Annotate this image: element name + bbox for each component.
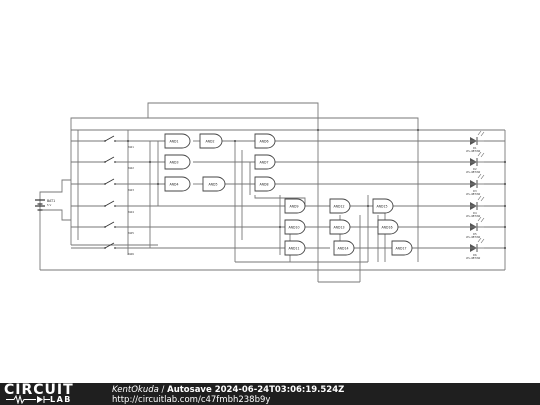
gate-label: AND7 [259,161,268,165]
gate-label: AND9 [289,205,298,209]
battery-name: BAT1 [47,199,55,203]
gate-label: AND11 [288,247,299,251]
gate-and1[interactable]: AND1 [164,133,191,149]
gate-and7[interactable]: AND7 [254,154,276,170]
circuit-meta: KentOkuda / Autosave 2024-06-24T03:06:19… [112,385,344,395]
gate-and17[interactable]: AND17 [391,240,413,256]
led-part: LTL-4BT4W [466,235,481,239]
meta-separator: / [158,385,168,395]
gate-label: AND14 [337,247,348,251]
gate-label: AND6 [259,140,268,144]
switch-sw5[interactable]: SW5 [104,221,134,235]
gate-and11[interactable]: AND11 [284,240,306,256]
switch-sw2[interactable]: SW2 [104,156,134,170]
gate-label: AND3 [169,161,178,165]
circuit-url[interactable]: http://circuitlab.com/c47fmbh238b9y [112,395,271,405]
gate-label: AND2 [205,140,214,144]
gate-label: AND15 [376,205,387,209]
gate-and8[interactable]: AND8 [254,176,276,192]
led-name: D3 [473,189,477,193]
led-part: LTL-4BT4W [466,256,481,260]
led-d4[interactable]: D4 LTL-4BT4W [466,195,485,218]
led-part: LTL-4BT4W [466,149,481,153]
circuitlab-logo[interactable]: CIRCUIT LAB [4,382,96,404]
circuit-title: Autosave 2024-06-24T03:06:19.524Z [167,385,345,395]
led-name: D2 [473,167,477,171]
switch-label: SW4 [128,210,134,214]
led-part: LTL-4BT4W [466,170,481,174]
gate-and12[interactable]: AND12 [329,198,351,214]
gate-label: AND1 [169,140,178,144]
led-name: D1 [473,146,477,150]
led-d3[interactable]: D3 LTL-4BT4W [466,173,485,196]
switch-label: SW5 [128,231,134,235]
junctions [127,129,506,249]
switch-sw6[interactable]: SW6 [104,242,134,256]
schematic-canvas: BAT1 5 V SW1 SW2 SW3 SW4 SW5 SW6 AND1 [35,102,506,283]
led-d1[interactable]: D1 LTL-4BT4W [466,130,485,153]
led-d5[interactable]: D5 LTL-4BT4W [466,216,485,239]
footer-bar: CIRCUIT LAB KentOkuda / Autosave 2024-06… [0,383,540,405]
gate-and16[interactable]: AND16 [377,219,399,235]
gate-label: AND12 [333,205,344,209]
logo-text-top: CIRCUIT [4,382,74,398]
led-name: D5 [473,232,477,236]
led-part: LTL-4BT4W [466,214,481,218]
gate-and3[interactable]: AND3 [164,154,191,170]
gate-label: AND8 [259,183,268,187]
switch-label: SW1 [128,145,134,149]
gate-label: AND17 [395,247,406,251]
gate-and9[interactable]: AND9 [284,198,306,214]
switch-label: SW2 [128,166,134,170]
battery-value: 5 V [47,203,51,207]
gate-and15[interactable]: AND15 [372,198,394,214]
gate-and6[interactable]: AND6 [254,133,276,149]
switch-label: SW6 [128,252,134,256]
gate-label: AND5 [208,183,217,187]
author-name[interactable]: KentOkuda [112,385,159,395]
gate-label: AND4 [169,183,178,187]
led-d2[interactable]: D2 LTL-4BT4W [466,151,485,174]
battery-bat1[interactable]: BAT1 5 V [35,199,55,211]
logo-text-bottom: LAB [50,395,72,404]
led-name: D4 [473,211,477,215]
gate-and2[interactable]: AND2 [199,133,223,149]
led-name: D6 [473,253,477,257]
wiring [39,102,506,283]
gate-and13[interactable]: AND13 [329,219,351,235]
switch-sw4[interactable]: SW4 [104,200,134,214]
led-part: LTL-4BT4W [466,192,481,196]
switch-sw1[interactable]: SW1 [104,135,134,149]
gate-and4[interactable]: AND4 [164,176,191,192]
gate-label: AND16 [381,226,392,230]
led-d6[interactable]: D6 LTL-4BT4W [466,237,485,260]
gate-and10[interactable]: AND10 [284,219,306,235]
gate-and14[interactable]: AND14 [333,240,355,256]
circuit-wave-icon [6,395,50,404]
gate-label: AND13 [333,226,344,230]
switch-label: SW3 [128,188,134,192]
switch-sw3[interactable]: SW3 [104,178,134,192]
gate-and5[interactable]: AND5 [202,176,226,192]
gate-label: AND10 [288,226,299,230]
